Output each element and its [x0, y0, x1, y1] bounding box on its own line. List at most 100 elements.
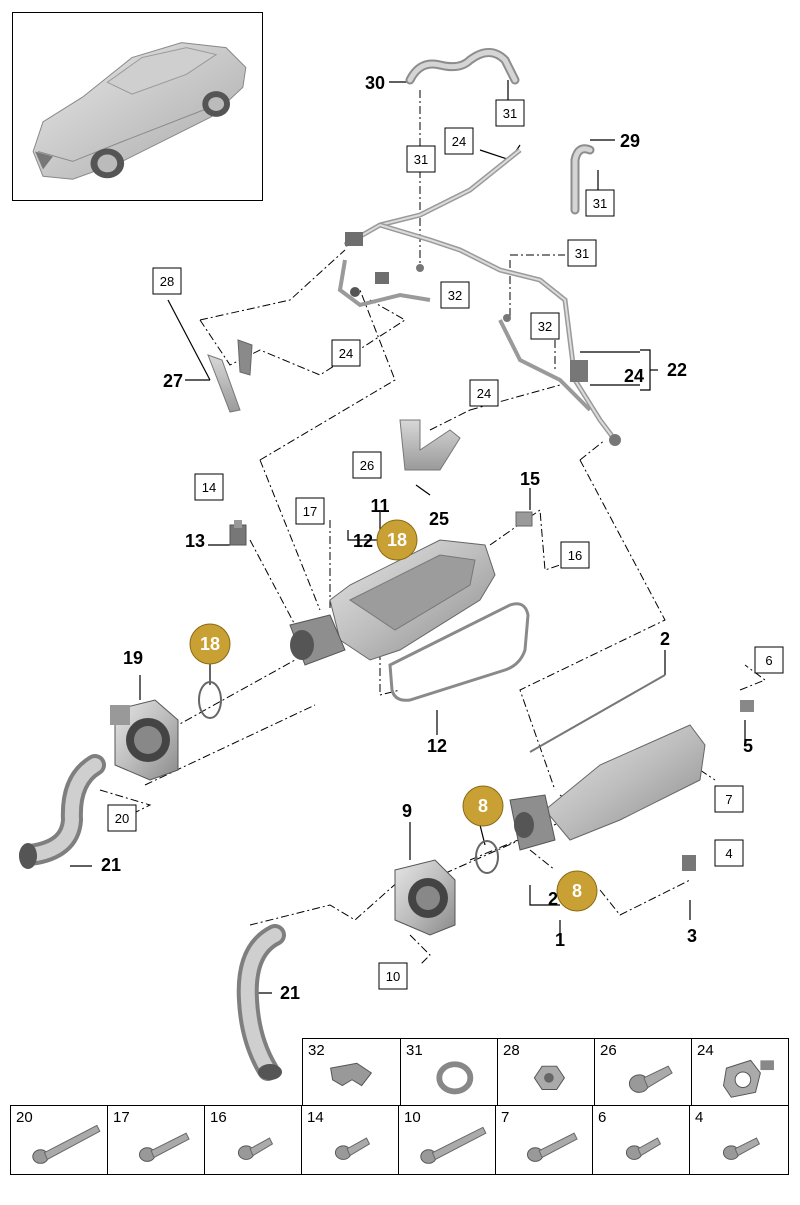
sensor-3 — [682, 855, 696, 871]
legend-num-26: 26 — [600, 1042, 617, 1059]
box-17: 17 — [295, 497, 325, 525]
callout-6: 6 — [765, 653, 772, 668]
callout-24d: 24 — [624, 366, 644, 386]
callout-25: 25 — [429, 509, 449, 529]
bolt-icon — [628, 1065, 673, 1093]
car-icon — [32, 42, 247, 180]
legend-num-6: 6 — [598, 1109, 607, 1126]
box-10: 10 — [378, 962, 408, 990]
legend-num-4: 4 — [695, 1109, 704, 1126]
bold-callouts: 30 29 27 24 22 25 15 11 12 13 2 19 12 5 … — [101, 73, 753, 1003]
callout-2b: 2 — [548, 889, 558, 909]
box-32-a: 32 — [440, 281, 470, 309]
legend-cell-6: 6 — [592, 1105, 690, 1175]
vehicle-thumbnail — [12, 12, 263, 201]
callout-31a: 31 — [503, 106, 517, 121]
callout-31c: 31 — [593, 196, 607, 211]
legend-num-17: 17 — [113, 1109, 130, 1126]
box-26: 26 — [352, 451, 382, 479]
box-31-b: 31 — [406, 145, 436, 173]
callout-2a: 2 — [660, 629, 670, 649]
hose-clamp-icon — [436, 1061, 474, 1095]
o-ring-lower — [475, 840, 499, 874]
callout-15: 15 — [520, 469, 540, 489]
box-20: 20 — [107, 804, 137, 832]
box-6: 6 — [754, 646, 784, 674]
legend-cell-4: 4 — [689, 1105, 789, 1175]
legend-cell-10: 10 — [398, 1105, 496, 1175]
throttle-body-9 — [394, 859, 456, 936]
short-bolt-icon — [334, 1137, 371, 1160]
badge-8-a: 8 — [462, 785, 504, 827]
badge-8-b: 8 — [556, 870, 598, 912]
callout-21a: 21 — [101, 855, 121, 875]
short-bolt-icon — [237, 1137, 274, 1160]
badge-18-b: 18 — [189, 623, 231, 665]
callout-32b: 32 — [538, 319, 552, 334]
badge-18-a: 18 — [376, 519, 418, 561]
legend-cell-28: 28 — [497, 1038, 595, 1106]
callout-12a: 12 — [353, 531, 373, 551]
callout-28: 28 — [160, 274, 174, 289]
callout-31d: 31 — [575, 246, 589, 261]
legend-cell-7: 7 — [495, 1105, 593, 1175]
bolt-icon — [139, 1132, 190, 1162]
box-24-b: 24 — [331, 339, 361, 367]
clip-icon — [330, 1062, 373, 1087]
callout-18b: 18 — [200, 634, 220, 654]
legend-num-20: 20 — [16, 1109, 33, 1126]
legend-num-24: 24 — [697, 1042, 714, 1059]
box-4: 4 — [714, 839, 744, 867]
bracket-25 — [399, 419, 461, 471]
callout-19: 19 — [123, 648, 143, 668]
box-32-b: 32 — [530, 312, 560, 340]
callout-1: 1 — [555, 930, 565, 950]
legend-cell-24: 24 — [691, 1038, 789, 1106]
legend-cell-14: 14 — [301, 1105, 399, 1175]
box-14: 14 — [194, 473, 224, 501]
long-bolt-icon — [420, 1126, 487, 1164]
callout-5: 5 — [743, 736, 753, 756]
callout-9: 9 — [402, 801, 412, 821]
callout-16: 16 — [568, 548, 582, 563]
callout-29: 29 — [620, 131, 640, 151]
callout-11: 11 — [370, 496, 389, 516]
leader-lines — [99, 90, 767, 966]
callout-8a: 8 — [478, 796, 488, 816]
callout-17: 17 — [303, 504, 317, 519]
bolt-icon — [527, 1132, 578, 1162]
o-ring-upper — [198, 681, 222, 719]
callout-4: 4 — [725, 846, 732, 861]
boxed-callouts: 31 24 31 31 31 28 32 32 24 24 26 14 17 1… — [107, 99, 784, 990]
legend-cell-31: 31 — [400, 1038, 498, 1106]
legend-num-14: 14 — [307, 1109, 324, 1126]
gold-badges: 18 18 8 8 — [189, 519, 598, 912]
box-24-a: 24 — [444, 127, 474, 155]
legend-num-10: 10 — [404, 1109, 421, 1126]
holder-clip-icon — [722, 1059, 774, 1098]
callout-32a: 32 — [448, 288, 462, 303]
box-31-d: 31 — [567, 239, 597, 267]
gasket-upper — [388, 602, 530, 702]
legend-num-31: 31 — [406, 1042, 423, 1059]
sensor-15 — [515, 511, 533, 527]
legend-cell-20: 20 — [10, 1105, 108, 1175]
legend-num-16: 16 — [210, 1109, 227, 1126]
bracket-27 — [207, 339, 253, 413]
coolant-pipe-assembly — [337, 48, 621, 446]
callout-21b: 21 — [280, 983, 300, 1003]
box-31-c: 31 — [585, 189, 615, 217]
callout-3: 3 — [687, 926, 697, 946]
box-24-c: 24 — [469, 379, 499, 407]
callout-7: 7 — [725, 792, 732, 807]
box-28: 28 — [152, 267, 182, 295]
callout-12b: 12 — [427, 736, 447, 756]
box-16: 16 — [560, 541, 590, 569]
short-bolt-icon — [722, 1137, 761, 1160]
callout-31b: 31 — [414, 152, 428, 167]
legend-cell-32: 32 — [302, 1038, 401, 1106]
box-31-a: 31 — [495, 99, 525, 127]
